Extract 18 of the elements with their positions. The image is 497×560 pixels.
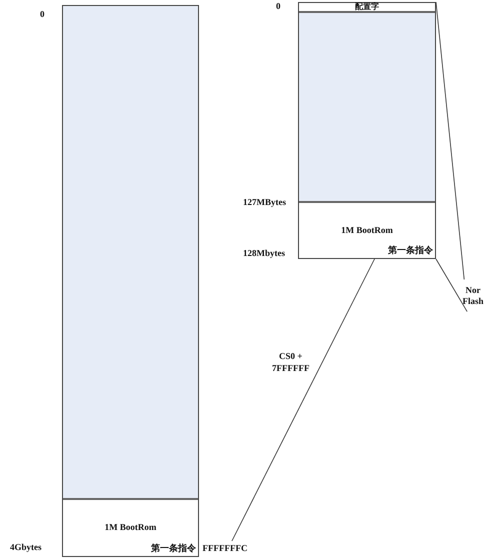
address-label: 0	[40, 9, 44, 19]
connector-line	[436, 258, 468, 312]
connector-line	[436, 2, 465, 280]
connector-line	[232, 256, 376, 542]
memory-label: 1M BootRom	[340, 225, 394, 236]
header-bar	[299, 3, 435, 13]
header-text: 配置字	[355, 2, 379, 12]
note-text: 第一条指令	[151, 543, 196, 554]
address-label: 127MBytes	[243, 197, 286, 207]
note-text: 第一条指令	[388, 245, 433, 256]
node-text: Nor Flash	[461, 285, 484, 307]
memory-region	[299, 13, 435, 203]
node-text: FFFFFFFC	[202, 542, 248, 554]
address-label: 0	[276, 1, 280, 11]
address-label: 4Gbytes	[10, 542, 42, 552]
memory-label: 1M BootRom	[104, 522, 158, 533]
address-label: 128Mbytes	[243, 248, 285, 258]
memory-column	[298, 2, 436, 259]
